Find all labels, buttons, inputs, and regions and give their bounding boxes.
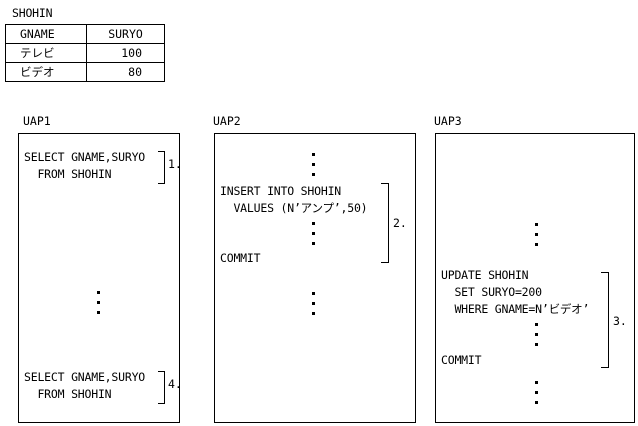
uap2-title: UAP2: [213, 114, 241, 128]
ellipsis-dot: [97, 311, 100, 314]
ellipsis-dot: [97, 301, 100, 304]
ellipsis-dot: [97, 291, 100, 294]
ellipsis-dot: [312, 302, 315, 305]
column-header-gname: GNAME: [5, 24, 87, 44]
ellipsis-dot: [535, 243, 538, 246]
ellipsis-dot: [535, 391, 538, 394]
uap2-bracket-2: [381, 183, 389, 263]
uap3-bracket-3: [601, 272, 609, 368]
uap1-bracket-4: [158, 371, 165, 404]
uap1-title: UAP1: [23, 114, 51, 128]
table-row: ビデオ 80: [5, 62, 165, 82]
ellipsis-dot: [535, 233, 538, 236]
uap3-stmt-line3: WHERE GNAME=N’ビデオ’: [441, 302, 590, 316]
uap2-commit: COMMIT: [220, 251, 261, 265]
uap1-stmt1-line1: SELECT GNAME,SURYO: [24, 150, 146, 164]
ellipsis-dot: [535, 401, 538, 404]
uap3-label-3: 3.: [613, 314, 627, 328]
uap2-stmt-line2: VALUES (N’アンプ’,50): [220, 201, 368, 215]
uap3-stmt-line2: SET SURYO=200: [441, 285, 542, 299]
uap3-commit: COMMIT: [441, 353, 482, 367]
ellipsis-dot: [312, 222, 315, 225]
table-row: テレビ 100: [5, 43, 165, 63]
uap1-stmt4-line1: SELECT GNAME,SURYO: [24, 370, 146, 384]
uap1-box: [18, 133, 180, 423]
uap1-stmt1-line2: FROM SHOHIN: [24, 167, 112, 181]
uap3-title: UAP3: [434, 114, 462, 128]
uap2-box: [214, 133, 416, 423]
uap3-box: [435, 133, 635, 423]
column-header-suryo: SURYO: [86, 24, 165, 44]
cell-suryo: 80: [86, 62, 165, 82]
ellipsis-dot: [312, 163, 315, 166]
ellipsis-dot: [312, 242, 315, 245]
ellipsis-dot: [312, 232, 315, 235]
table-header-row: GNAME SURYO: [5, 24, 165, 44]
ellipsis-dot: [312, 173, 315, 176]
uap1-bracket-1: [158, 151, 165, 184]
table-name: SHOHIN: [12, 6, 53, 20]
ellipsis-dot: [312, 292, 315, 295]
cell-gname: テレビ: [5, 43, 87, 63]
uap1-label-4: 4.: [168, 377, 182, 391]
ellipsis-dot: [535, 381, 538, 384]
uap1-stmt4-line2: FROM SHOHIN: [24, 387, 112, 401]
ellipsis-dot: [312, 153, 315, 156]
ellipsis-dot: [535, 343, 538, 346]
uap2-stmt-line1: INSERT INTO SHOHIN: [220, 184, 342, 198]
shohin-table: GNAME SURYO テレビ 100 ビデオ 80: [5, 24, 165, 82]
ellipsis-dot: [535, 333, 538, 336]
ellipsis-dot: [535, 323, 538, 326]
ellipsis-dot: [535, 223, 538, 226]
cell-suryo: 100: [86, 43, 165, 63]
cell-gname: ビデオ: [5, 62, 87, 82]
uap3-stmt-line1: UPDATE SHOHIN: [441, 268, 529, 282]
ellipsis-dot: [312, 312, 315, 315]
uap1-label-1: 1.: [168, 157, 182, 171]
uap2-label-2: 2.: [393, 216, 407, 230]
